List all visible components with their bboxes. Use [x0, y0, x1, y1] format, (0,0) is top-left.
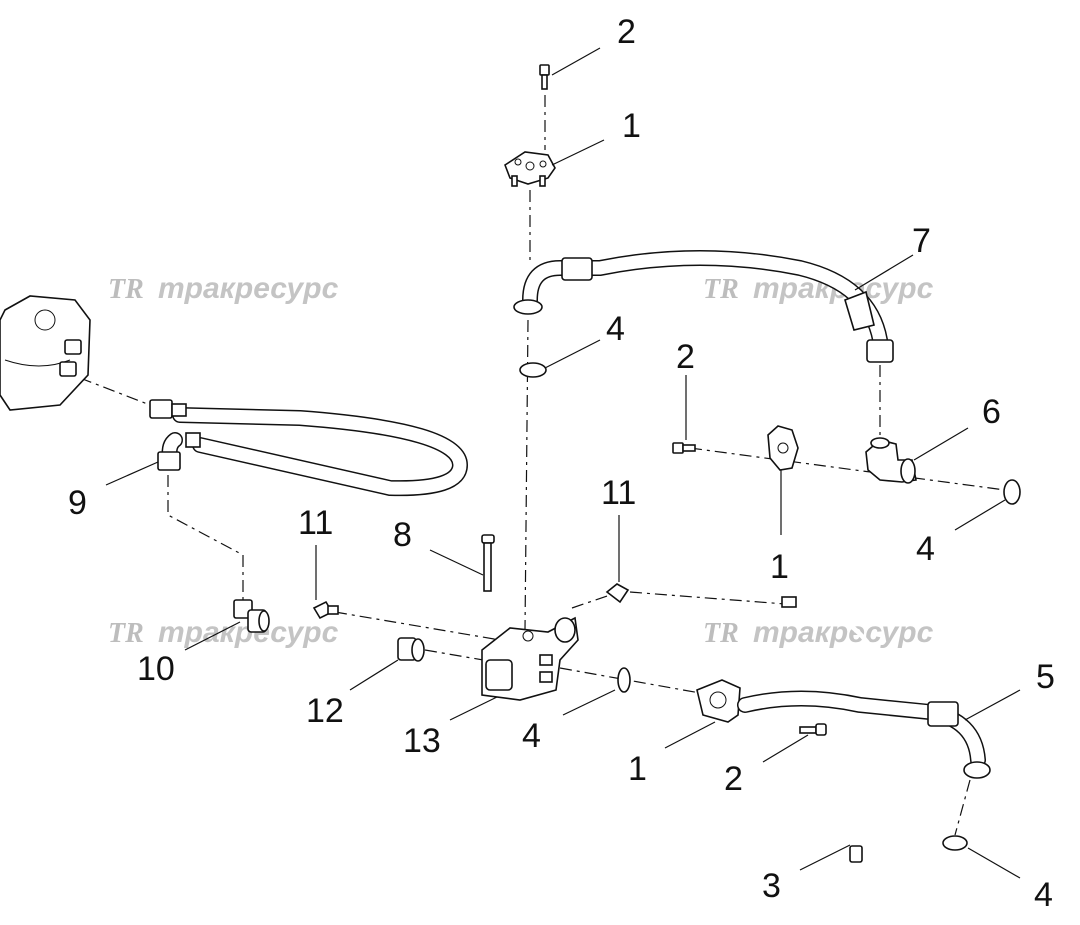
callout-6: 6	[982, 393, 1001, 431]
callout-4-br: 4	[1034, 876, 1053, 914]
callout-1-bottom: 1	[628, 750, 647, 788]
assembly-axes	[79, 95, 1006, 836]
bolt-mid	[672, 442, 696, 454]
callout-1-mid: 1	[770, 548, 789, 586]
callout-7: 7	[912, 222, 931, 260]
plug-fitting	[397, 637, 425, 662]
adapter-right	[605, 583, 630, 604]
o-ring-bottom-right	[942, 835, 968, 851]
o-ring-bottom	[617, 667, 631, 693]
watermark-logo: TR	[108, 274, 144, 305]
o-ring-top	[519, 362, 547, 378]
callout-labels: 2 1 7 4 2 6 9 11 8 11 4 1 10 5 12 13 4 1…	[68, 13, 1055, 914]
callout-12: 12	[306, 692, 344, 730]
watermark-logo: TR	[703, 618, 739, 649]
callout-10: 10	[137, 650, 175, 688]
steering-unit	[0, 295, 91, 411]
adapter-left	[312, 600, 339, 620]
callout-2-mid: 2	[676, 338, 695, 376]
tee-fitting	[865, 437, 917, 484]
hose-upper	[513, 250, 894, 363]
callout-9: 9	[68, 484, 87, 522]
callout-1-top: 1	[622, 107, 641, 145]
bolt-top	[539, 64, 550, 90]
hose-lower	[737, 690, 991, 779]
callout-11-right: 11	[601, 474, 636, 512]
callout-4-right: 4	[916, 530, 935, 568]
leader-lines	[105, 47, 1021, 879]
o-ring-right	[1003, 479, 1021, 505]
elbow-fitting	[233, 599, 270, 633]
watermark-logo: TR	[703, 274, 739, 305]
watermark-1: TR тракресурс	[108, 272, 339, 305]
callout-11-left: 11	[298, 504, 333, 542]
callout-2-bottom: 2	[724, 760, 743, 798]
watermark-4: TR тракресурс	[703, 616, 934, 649]
watermark-3: TR тракресурс	[108, 616, 339, 649]
callout-4-bottom: 4	[522, 717, 541, 755]
flange-clamp-top	[504, 151, 556, 187]
valve-block	[481, 616, 579, 701]
callout-13: 13	[403, 722, 441, 760]
long-bolt	[481, 534, 495, 592]
bolt-bottom	[799, 723, 827, 736]
hose-double	[149, 399, 469, 497]
callout-5: 5	[1036, 658, 1055, 696]
callout-2-top: 2	[617, 13, 636, 51]
callout-8: 8	[393, 516, 412, 554]
flange-clamp-bottom	[696, 679, 741, 723]
callout-3: 3	[762, 867, 781, 905]
callout-4-top: 4	[606, 310, 625, 348]
watermark-text: тракресурс	[158, 272, 339, 305]
flange-clamp-mid	[767, 425, 799, 471]
watermark-logo: TR	[108, 618, 144, 649]
